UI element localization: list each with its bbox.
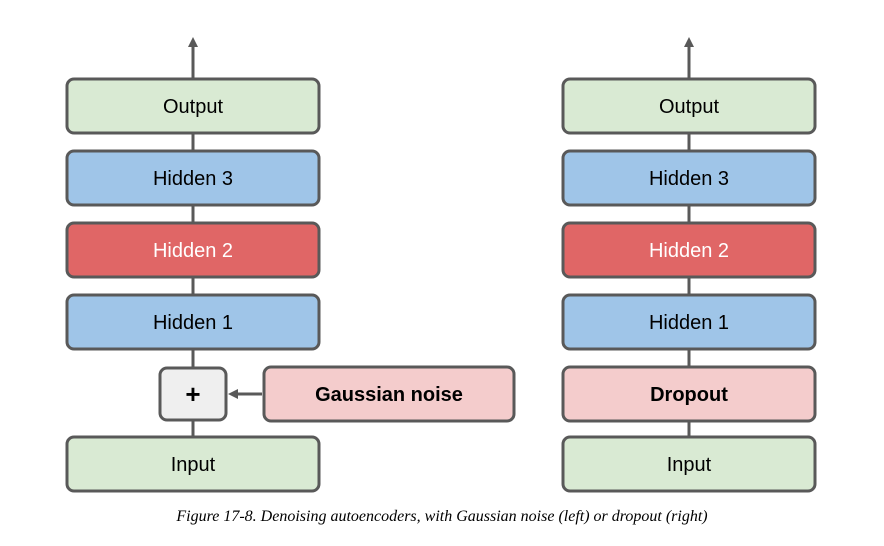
- left-hidden1-box: [65, 293, 321, 351]
- right-hidden3-label: Hidden 3: [649, 168, 729, 190]
- right-hidden2-label: Hidden 2: [649, 240, 729, 262]
- gaussian-noise-box: [262, 365, 516, 423]
- right-network: Output Hidden 3 Hidden 2 Hidden 1 Dropou…: [561, 37, 817, 493]
- right-input-label: Input: [667, 454, 712, 476]
- left-hidden2-label: Hidden 2: [153, 240, 233, 262]
- right-output-box: [561, 77, 817, 135]
- dropout-label: Dropout: [650, 384, 728, 406]
- gaussian-noise-label: Gaussian noise: [315, 384, 463, 406]
- right-output-label: Output: [659, 96, 719, 118]
- left-hidden3-box: [65, 149, 321, 207]
- figure-caption: Figure 17-8. Denoising autoencoders, wit…: [176, 508, 708, 525]
- right-hidden1-label: Hidden 1: [649, 312, 729, 334]
- left-input-label: Input: [171, 454, 216, 476]
- left-network: Output Hidden 3 Hidden 2 Hidden 1 + Gaus…: [65, 37, 516, 493]
- left-input-box: [65, 435, 321, 493]
- left-output-label: Output: [163, 96, 223, 118]
- right-hidden3-box: [561, 149, 817, 207]
- dropout-box: [561, 365, 817, 423]
- left-hidden3-label: Hidden 3: [153, 168, 233, 190]
- left-hidden1-label: Hidden 1: [153, 312, 233, 334]
- left-output-box: [65, 77, 321, 135]
- right-input-box: [561, 435, 817, 493]
- plus-box: [158, 366, 228, 422]
- right-hidden1-box: [561, 293, 817, 351]
- left-hidden2-box: [65, 221, 321, 279]
- plus-label: +: [185, 379, 200, 409]
- right-hidden2-box: [561, 221, 817, 279]
